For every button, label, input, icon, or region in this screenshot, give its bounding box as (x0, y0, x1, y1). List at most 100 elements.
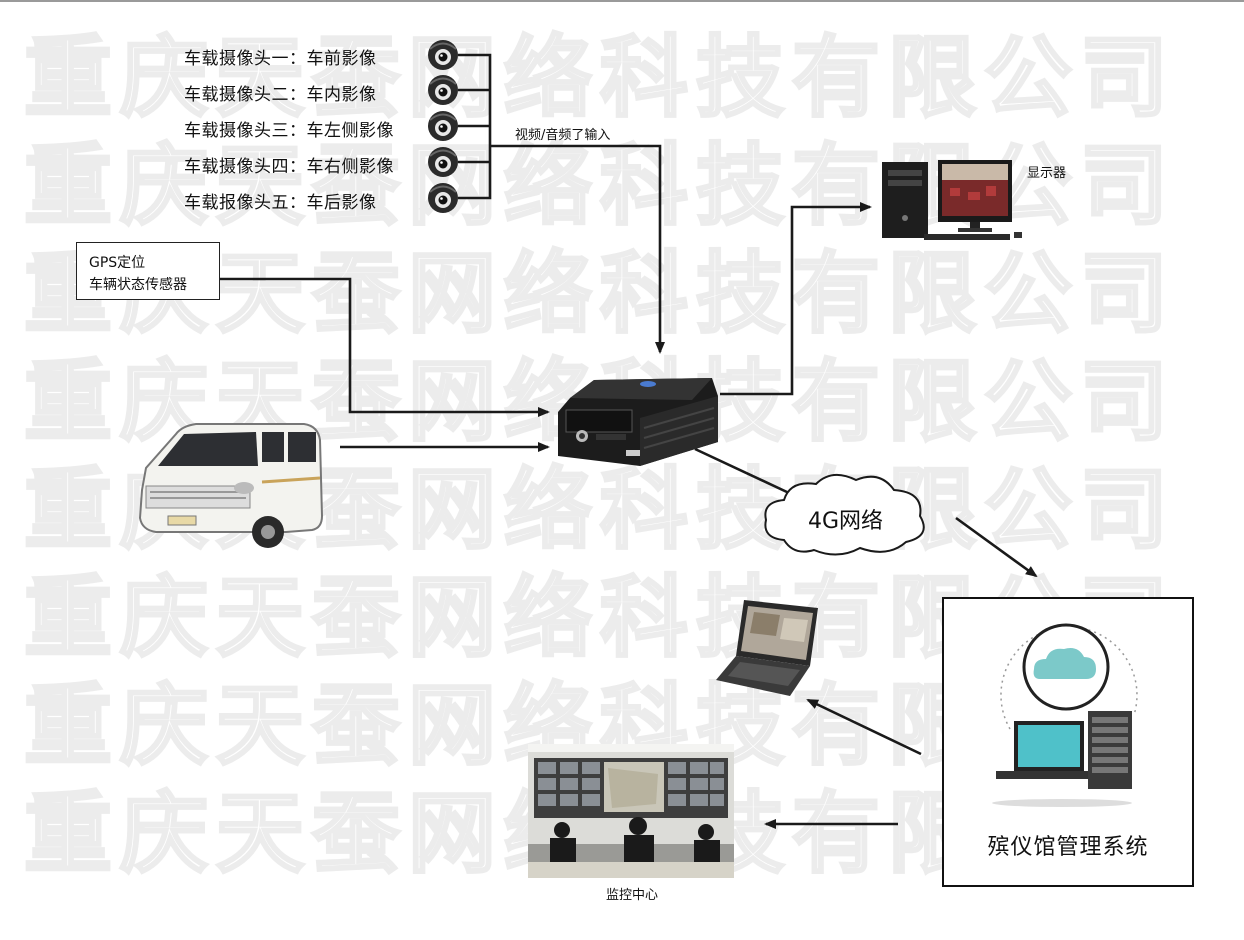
watermark-char: 技 (696, 134, 784, 237)
watermark-char: 网 (408, 350, 496, 453)
watermark-char: 司 (1080, 242, 1168, 345)
watermark-char: 天 (216, 674, 304, 777)
laptop-icon (716, 600, 818, 696)
watermark-char: 有 (792, 242, 880, 345)
control-center-label: 监控中心 (606, 888, 659, 903)
video-input-label: 视频/音频了输入 (515, 128, 611, 143)
network-cloud-icon (764, 473, 925, 556)
watermark-char: 限 (888, 242, 976, 345)
vehicle-dvr-device-icon (558, 378, 718, 466)
dome-camera-icon (428, 183, 458, 213)
watermark-char: 天 (216, 566, 304, 669)
watermark-char: 庆 (120, 782, 208, 885)
watermark-char: 有 (792, 350, 880, 453)
gps-sensor-box: GPS定位 车辆状态传感器 (76, 242, 220, 300)
top-border-line (0, 0, 1244, 2)
watermark-char: 络 (504, 26, 592, 129)
watermark-char: 网 (408, 674, 496, 777)
watermark-char: 络 (504, 458, 592, 561)
watermark-char: 技 (696, 26, 784, 129)
watermark-char: 蚕 (312, 134, 400, 237)
watermark-char: 重 (24, 26, 112, 129)
dvr-to-network-line (694, 447, 806, 502)
watermark-char: 网 (408, 242, 496, 345)
watermark-char: 科 (600, 458, 688, 561)
watermark-char: 天 (216, 134, 304, 237)
watermark-char: 有 (792, 26, 880, 129)
camera-label-4: 车载摄像头四：车右侧影像 (184, 157, 394, 177)
watermark-char: 限 (888, 26, 976, 129)
watermark-char: 天 (216, 26, 304, 129)
watermark-char: 公 (984, 350, 1072, 453)
watermark-char: 庆 (120, 674, 208, 777)
watermark-char: 络 (504, 134, 592, 237)
cloud-server-icon (992, 623, 1138, 807)
gps-box-line-2: 车辆状态传感器 (89, 277, 187, 293)
camera-label-2: 车载摄像头二：车内影像 (184, 85, 377, 105)
watermark-char: 有 (792, 674, 880, 777)
watermark-char: 重 (24, 782, 112, 885)
watermark-char: 重 (24, 458, 112, 561)
watermark-char: 重 (24, 566, 112, 669)
management-system-box: 殡仪馆管理系统 (942, 597, 1194, 887)
dome-camera-icon (428, 147, 458, 177)
watermark-char: 庆 (120, 26, 208, 129)
watermark-char: 重 (24, 674, 112, 777)
watermark-char: 蚕 (312, 566, 400, 669)
hearse-van-icon (138, 423, 324, 548)
watermark-char: 司 (1080, 134, 1168, 237)
watermark-char: 网 (408, 26, 496, 129)
watermark-char: 络 (504, 566, 592, 669)
dome-camera-icon (428, 75, 458, 105)
watermark-char: 公 (984, 242, 1072, 345)
watermark-char: 蚕 (312, 26, 400, 129)
watermark-char: 网 (408, 566, 496, 669)
dome-camera-icon (428, 40, 458, 70)
watermark-char: 有 (792, 134, 880, 237)
watermark-char: 蚕 (312, 782, 400, 885)
monitor-label: 显示器 (1027, 166, 1067, 181)
desktop-computer-icon (882, 160, 1022, 240)
camera-label-1: 车载摄像头一：车前影像 (184, 49, 377, 69)
watermark-char: 司 (1080, 350, 1168, 453)
watermark-char: 科 (600, 134, 688, 237)
management-system-label: 殡仪馆管理系统 (987, 835, 1149, 860)
watermark-char: 公 (984, 458, 1072, 561)
watermark-char: 科 (600, 26, 688, 129)
camera-label-5: 车载报像头五：车后影像 (184, 193, 377, 213)
gps-to-dvr-line (220, 277, 550, 417)
watermark-char: 公 (984, 26, 1072, 129)
watermark-char: 重 (24, 134, 112, 237)
watermark-char: 络 (504, 242, 592, 345)
watermark-char: 天 (216, 782, 304, 885)
watermark-char: 蚕 (312, 458, 400, 561)
network-to-system-line (955, 516, 1038, 578)
watermark-char: 庆 (120, 134, 208, 237)
camera-bracket-line (458, 53, 492, 200)
dvr-to-monitor-line (720, 202, 872, 396)
dome-camera-icon (428, 111, 458, 141)
camera-to-dvr-line (490, 144, 665, 354)
watermark-char: 天 (216, 242, 304, 345)
camera-label-3: 车载摄像头三：车左侧影像 (184, 121, 394, 141)
watermark-char: 司 (1080, 26, 1168, 129)
control-center-photo (528, 744, 734, 878)
watermark-char: 限 (888, 350, 976, 453)
system-to-laptop-line (806, 698, 922, 756)
watermark-char: 有 (792, 782, 880, 885)
watermark-char: 蚕 (312, 350, 400, 453)
watermark-char: 网 (408, 458, 496, 561)
watermark-char: 司 (1080, 458, 1168, 561)
watermark-char: 蚕 (312, 242, 400, 345)
watermark-char: 庆 (120, 566, 208, 669)
gps-box-line-1: GPS定位 (89, 255, 146, 271)
watermark-char: 技 (696, 242, 784, 345)
watermark-char: 科 (600, 242, 688, 345)
watermark-char: 蚕 (312, 674, 400, 777)
network-label: 4G网络 (808, 509, 884, 534)
watermark-char: 科 (600, 566, 688, 669)
watermark-char: 重 (24, 350, 112, 453)
watermark-char: 网 (408, 782, 496, 885)
